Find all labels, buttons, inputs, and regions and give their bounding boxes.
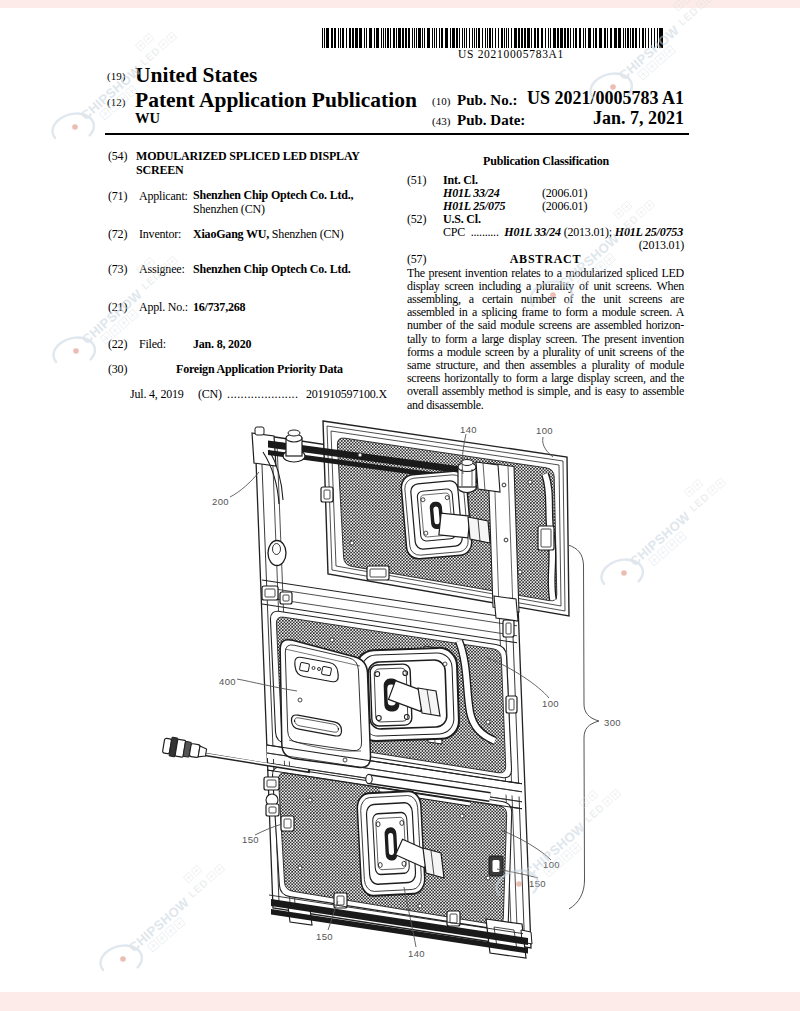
svg-text:LED: LED: [138, 44, 162, 67]
svg-text:LED: LED: [616, 212, 640, 235]
svg-text:LED: LED: [676, 4, 700, 27]
svg-text:LED: LED: [582, 801, 606, 824]
svg-text:LED: LED: [139, 268, 163, 291]
svg-text:LED: LED: [687, 490, 711, 513]
svg-text:LED: LED: [186, 876, 210, 899]
